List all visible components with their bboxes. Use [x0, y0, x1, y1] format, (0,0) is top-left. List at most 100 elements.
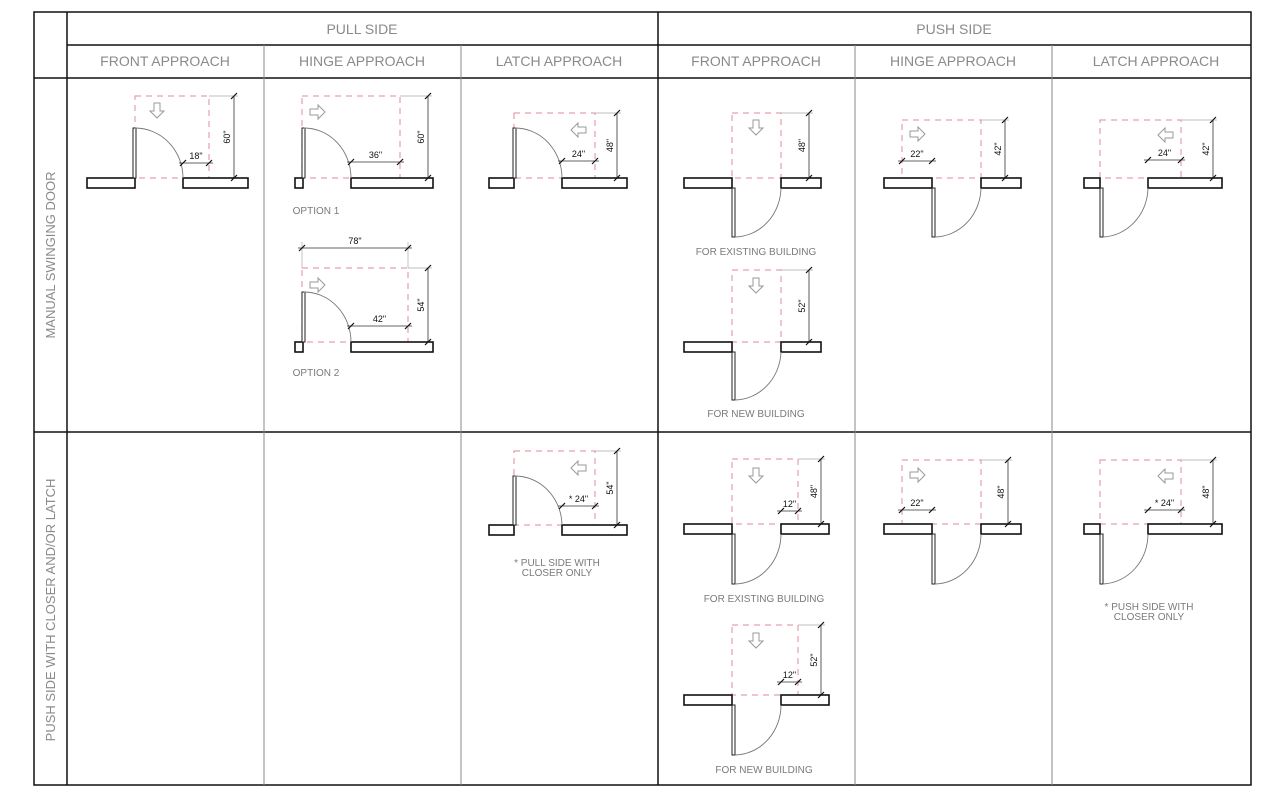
wall: [294, 177, 304, 189]
dimension-tick: [558, 502, 566, 510]
approach-arrow-down-icon: [747, 467, 765, 484]
wall: [350, 177, 434, 189]
dimension-label: 24": [572, 149, 585, 159]
dimension-tick: [347, 322, 355, 330]
diagram-pull-hinge-opt2: 78"42"54"OPTION 2: [293, 236, 434, 379]
dimension-tick: [1209, 456, 1217, 464]
dimension-label: 52": [809, 653, 819, 666]
dimension-tick: [898, 157, 906, 165]
door-swing-arc: [734, 351, 782, 401]
dimension-tick: [205, 159, 213, 167]
dimension-tick: [396, 158, 404, 166]
approach-arrow-right-icon: [909, 466, 926, 484]
dimension-label: 48": [1201, 485, 1211, 498]
approach-arrow-down-icon: [148, 102, 166, 119]
dimension-tick: [404, 322, 412, 330]
dimension-label: 42": [1201, 142, 1211, 155]
wall: [980, 523, 1022, 535]
dimension-tick: [777, 678, 785, 686]
door-swing-arc: [514, 475, 563, 526]
dimension-label: 48": [605, 139, 615, 152]
diagram-push-hinge-closer: 22"48": [883, 456, 1022, 585]
dimension-tick: [179, 159, 187, 167]
wall: [182, 177, 249, 189]
door-leaf: [931, 533, 936, 585]
dimension-label: 60": [222, 130, 232, 143]
approach-arrow-down-icon: [747, 277, 765, 294]
dimension-label: 36": [369, 150, 382, 160]
dimension-tick: [1144, 156, 1152, 164]
dimension-tick: [558, 157, 566, 165]
approach-arrow-left-icon: [570, 459, 587, 477]
wall: [780, 523, 830, 535]
wall: [683, 523, 733, 535]
diagram-caption: OPTION 2: [293, 368, 340, 379]
door-leaf: [731, 533, 736, 585]
door-leaf: [1099, 187, 1104, 238]
dimension-tick: [928, 157, 936, 165]
dimension-tick: [424, 174, 432, 182]
dimension-label: 48": [809, 485, 819, 498]
wall: [488, 177, 515, 189]
dimension-label: 48": [797, 139, 807, 152]
wall: [1147, 177, 1223, 189]
dimension-label: 22": [910, 498, 923, 508]
table-grid: [33, 11, 1252, 786]
dimension-tick: [1001, 116, 1009, 124]
diagram-push-front-new: 52"FOR NEW BUILDING: [683, 266, 822, 420]
maneuvering-clearance: [513, 112, 596, 179]
dimension-label: 54": [416, 298, 426, 311]
approach-arrow-down-icon: [747, 119, 765, 136]
dimension-tick: [1209, 116, 1217, 124]
maneuvering-clearance: [901, 119, 982, 179]
diagram-caption: OPTION 1: [293, 206, 340, 217]
dimension-tick: [424, 264, 432, 272]
dimension-tick: [1177, 506, 1185, 514]
dimension-tick: [613, 109, 621, 117]
door-swing-arc: [934, 533, 982, 585]
door-leaf: [731, 704, 736, 756]
door-swing-arc: [514, 127, 563, 179]
door-swing-arc: [134, 127, 184, 179]
door-leaf: [301, 291, 306, 343]
door-leaf: [731, 351, 736, 401]
dimension-label: 12": [783, 670, 796, 680]
dimension-tick: [404, 244, 412, 252]
dimension-tick: [591, 502, 599, 510]
door-swing-arc: [734, 704, 782, 756]
diagram-pull-hinge-opt1: 36" 60" OPTION 1: [293, 92, 434, 217]
diagram-pull-front-manual: 18"60": [86, 92, 249, 189]
dimension-label: 78": [348, 236, 361, 246]
approach-arrow-right-icon: [309, 276, 326, 294]
dimension-tick: [613, 447, 621, 455]
diagram-caption: FOR NEW BUILDING: [715, 765, 812, 776]
row-header-manual-swinging-door: MANUAL SWINGING DOOR: [43, 171, 58, 338]
approach-arrow-left-icon: [570, 121, 587, 139]
dimension-label: 60": [416, 130, 426, 143]
dimension-tick: [817, 520, 825, 528]
diagram-caption: CLOSER ONLY: [522, 568, 593, 579]
dimension-tick: [817, 455, 825, 463]
column-header-push-latch: LATCH APPROACH: [1093, 53, 1220, 69]
diagram-caption: FOR EXISTING BUILDING: [704, 594, 825, 605]
dimension-tick: [1004, 520, 1012, 528]
column-header-pull-hinge: HINGE APPROACH: [299, 53, 425, 69]
door-swing-arc: [734, 187, 782, 238]
wall: [683, 341, 733, 353]
row-header-push-side-closer-latch: PUSH SIDE WITH CLOSER AND/OR LATCH: [43, 479, 58, 742]
door-swing-arc: [734, 533, 782, 585]
wall: [683, 694, 733, 706]
group-header-pull-side: PULL SIDE: [326, 21, 397, 37]
dimension-label: 12": [783, 499, 796, 509]
wall: [683, 177, 733, 189]
door-swing-arc: [303, 127, 352, 179]
dimension-tick: [1144, 506, 1152, 514]
maneuvering-clearance: [134, 95, 210, 179]
door-swing-arc: [1102, 187, 1149, 238]
wall: [883, 523, 933, 535]
column-header-pull-front: FRONT APPROACH: [100, 53, 230, 69]
dimension-tick: [805, 266, 813, 274]
door-swing-arc: [303, 291, 352, 343]
